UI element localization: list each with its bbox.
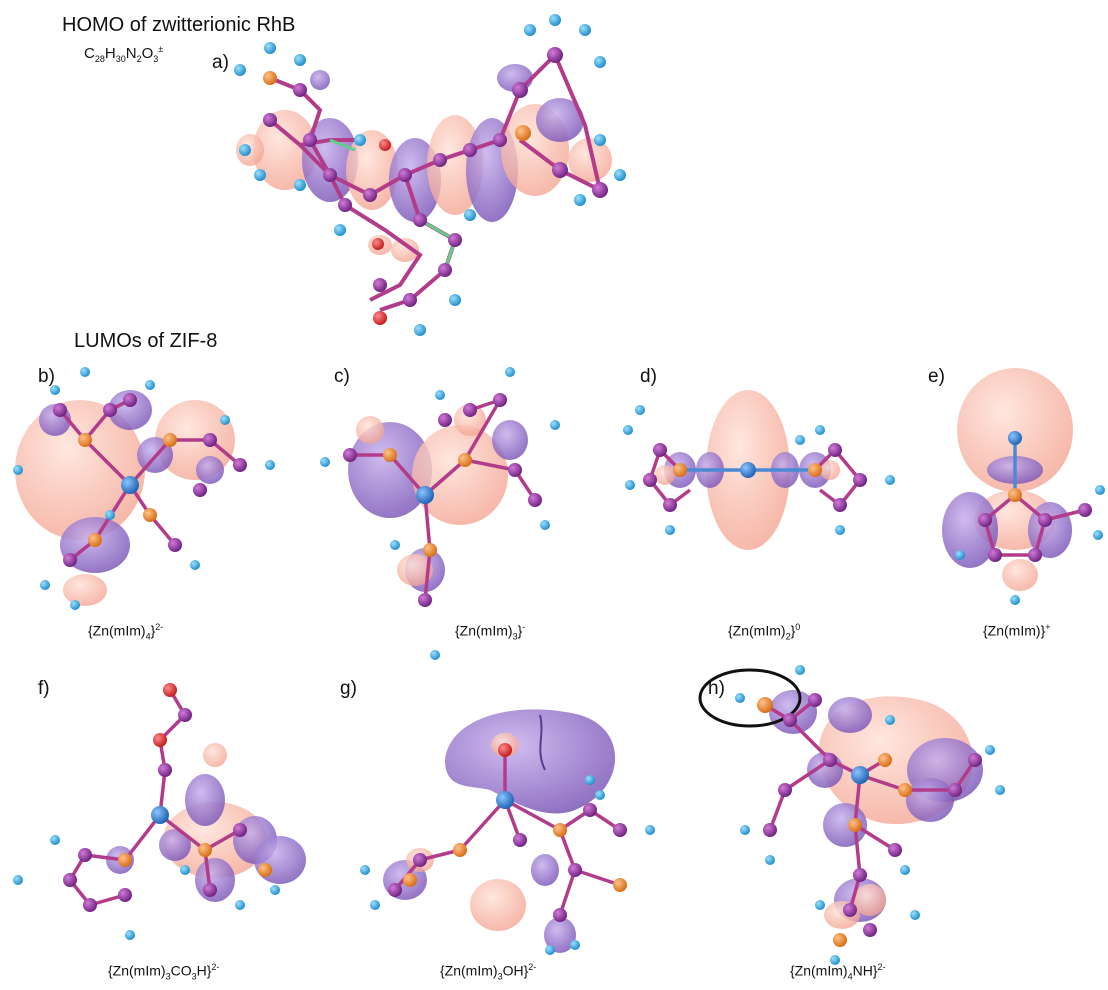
molecule-h [698,665,1005,965]
caption-c: {Zn(mIm)3}- [455,622,526,642]
caption-h: {Zn(mIm)4NH}2- [790,962,886,982]
panel-label-g: g) [340,678,357,699]
orbital-lobes-b [15,390,235,606]
homo-heading: HOMO of zwitterionic RhB [62,14,296,36]
molecule-g [360,709,655,955]
caption-b: {Zn(mIm)4}2- [88,622,164,642]
orbital-lobes-h [769,690,983,929]
molecule-e [942,368,1105,605]
molecule-c [320,367,560,660]
panel-label-e: e) [928,366,945,387]
atoms-b [13,367,275,610]
highlight-ellipse-nh [698,668,802,728]
panel-label-c: c) [334,366,350,387]
caption-d: {Zn(mIm)2}0 [728,622,801,642]
atoms-c [320,367,560,660]
homo-formula: C28H30N2O3± [84,44,164,64]
atoms-a [234,14,626,336]
panel-label-d: d) [640,366,657,387]
molecule-a-homo-rhb [234,14,626,336]
panel-label-b: b) [38,366,55,387]
orbital-lobes-a [236,64,612,262]
molecule-f [13,683,306,940]
panel-label-a: a) [212,52,229,73]
atoms-d [623,405,895,535]
caption-g: {Zn(mIm)3OH}2- [440,962,537,982]
atoms-e [955,431,1105,605]
orbital-lobes-c [348,404,528,592]
atoms-f [13,683,280,940]
panel-label-h: h) [708,678,725,699]
lumo-heading: LUMOs of ZIF-8 [74,330,218,352]
atoms-h [735,665,1005,965]
orbital-lobes-f [106,743,306,902]
panel-label-f: f) [38,678,50,699]
molecule-d [623,390,895,550]
caption-e: {Zn(mIm)}+ [983,622,1051,639]
caption-f: {Zn(mIm)3CO3H}2- [108,962,220,982]
molecule-b [13,367,275,610]
atoms-g [360,743,655,955]
orbital-lobes-g [383,709,616,953]
